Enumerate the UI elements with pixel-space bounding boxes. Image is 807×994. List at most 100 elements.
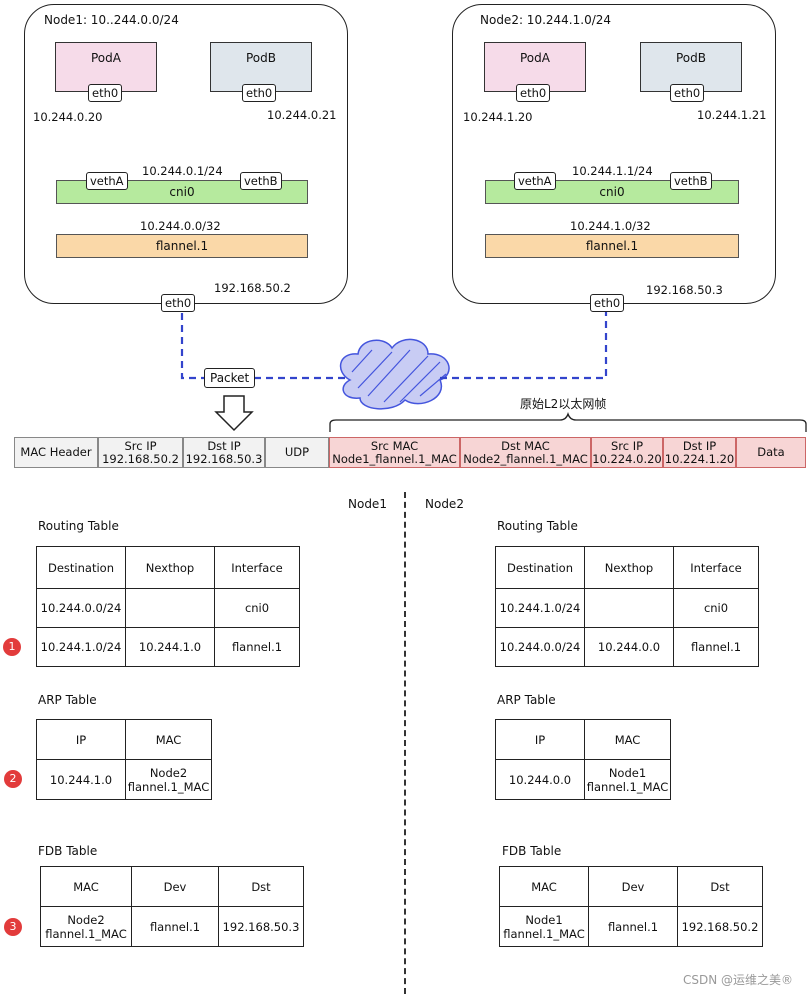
seg-outer-dst-ip-title: Dst IP [207, 438, 241, 453]
table-header-cell: Nexthop [584, 546, 674, 589]
table-header-cell: Dev [131, 866, 219, 907]
table-cell: 10.244.1.0 [125, 627, 215, 667]
node1-cni-ip: 10.244.0.1/24 [142, 164, 223, 178]
seg-data: Data [736, 437, 806, 468]
table-cell: flannel.1 [214, 627, 300, 667]
node2-podb-ip: 10.244.1.21 [697, 108, 767, 122]
table-cell: 10.244.0.0/24 [495, 627, 585, 667]
node1-podb-eth0: eth0 [242, 84, 277, 102]
table-header-cell: MAC [40, 866, 132, 907]
seg-outer-dst-ip-value: 192.168.50.3 [185, 451, 263, 466]
node-divider [404, 492, 406, 994]
table-cell: Node2 flannel.1_MAC [40, 906, 132, 947]
table-cell [584, 588, 674, 628]
table-cell: flannel.1 [588, 906, 678, 947]
node2-host-eth0: eth0 [590, 294, 625, 312]
table-cell: 192.168.50.3 [218, 906, 304, 947]
table-header-cell: IP [36, 719, 126, 760]
step-badge-1: 1 [3, 638, 21, 656]
table-cell: 10.244.0.0 [584, 627, 674, 667]
network-cloud-icon [339, 338, 450, 410]
step-badge-3: 3 [4, 918, 22, 936]
seg-udp-text: UDP [284, 445, 310, 459]
table-cell: 10.244.1.0/24 [36, 627, 126, 667]
node2-title: Node2: 10.244.1.0/24 [480, 13, 612, 27]
node2-poda-eth0: eth0 [516, 84, 551, 102]
seg-outer-src-ip-value: 192.168.50.2 [102, 451, 179, 466]
node2-flannel: flannel.1 [485, 234, 739, 258]
inner-frame-brace [329, 411, 807, 432]
seg-inner-src-ip-value: 10.224.0.20 [592, 451, 662, 466]
seg-data-text: Data [757, 445, 785, 459]
table-cell: 10.244.1.0/24 [495, 588, 585, 628]
node2-vetha: vethA [514, 172, 556, 190]
left-fdb-title: FDB Table [38, 844, 98, 858]
seg-inner-src-ip-title: Src IP [610, 438, 644, 453]
table-header-cell: IP [495, 719, 585, 760]
table-header-cell: Dst [677, 866, 763, 907]
side-label-node2: Node2 [425, 497, 464, 511]
table-header-cell: Dst [218, 866, 304, 907]
brace-label: 原始L2以太网帧 [520, 397, 607, 411]
node1-title: Node1: 10..244.0.0/24 [44, 13, 179, 27]
node1-vetha: vethA [86, 172, 128, 190]
node1-podb-ip: 10.244.0.21 [267, 108, 337, 122]
table-cell: cni0 [673, 588, 759, 628]
table-header-cell: MAC [125, 719, 212, 760]
table-cell: cni0 [214, 588, 300, 628]
node2-podb: PodB [640, 42, 742, 92]
seg-dst-mac-title: Dst MAC [501, 438, 550, 453]
table-cell: flannel.1 [673, 627, 759, 667]
seg-src-mac-value: Node1_flannel.1_MAC [332, 451, 457, 466]
table-header-cell: Interface [673, 546, 759, 589]
node1-host-ip: 192.168.50.2 [214, 281, 291, 295]
node2-vethb: vethB [670, 172, 712, 190]
side-label-node1: Node1 [348, 497, 387, 511]
table-cell: 10.244.1.0 [36, 759, 126, 800]
seg-inner-dst-ip-value: 10.224.1.20 [664, 451, 735, 466]
table-header-cell: Destination [495, 546, 585, 589]
table-header-cell: Nexthop [125, 546, 215, 589]
node1-poda-ip: 10.244.0.20 [33, 110, 103, 124]
table-header-cell: Interface [214, 546, 300, 589]
node1-vethb: vethB [240, 172, 282, 190]
node1-poda-eth0: eth0 [88, 84, 123, 102]
table-cell: Node1 flannel.1_MAC [584, 759, 671, 800]
seg-mac-header: MAC Header [14, 437, 98, 468]
table-cell: 10.244.0.0/24 [36, 588, 126, 628]
left-routing-title: Routing Table [38, 519, 119, 533]
table-cell: 192.168.50.2 [677, 906, 763, 947]
node2-host-ip: 192.168.50.3 [646, 283, 723, 297]
seg-mac-header-text: MAC Header [20, 445, 92, 459]
seg-src-mac-title: Src MAC [370, 438, 419, 453]
node2-podb-eth0: eth0 [670, 84, 705, 102]
right-fdb-title: FDB Table [502, 844, 562, 858]
table-cell: 10.244.0.0 [495, 759, 585, 800]
table-header-cell: Destination [36, 546, 126, 589]
seg-udp: UDP [265, 437, 329, 468]
right-arp-title: ARP Table [497, 693, 556, 707]
node2-flannel-ip: 10.244.1.0/32 [570, 219, 651, 233]
table-cell: Node2 flannel.1_MAC [125, 759, 212, 800]
node1-host-eth0: eth0 [161, 294, 196, 312]
watermark: CSDN @运维之美® [682, 973, 793, 987]
node2-cni-ip: 10.244.1.1/24 [572, 164, 653, 178]
seg-inner-dst-ip-title: Dst IP [682, 438, 717, 453]
table-cell: Node1 flannel.1_MAC [499, 906, 589, 947]
step-badge-2: 2 [4, 770, 22, 788]
table-cell [125, 588, 215, 628]
node1-flannel: flannel.1 [56, 234, 308, 258]
